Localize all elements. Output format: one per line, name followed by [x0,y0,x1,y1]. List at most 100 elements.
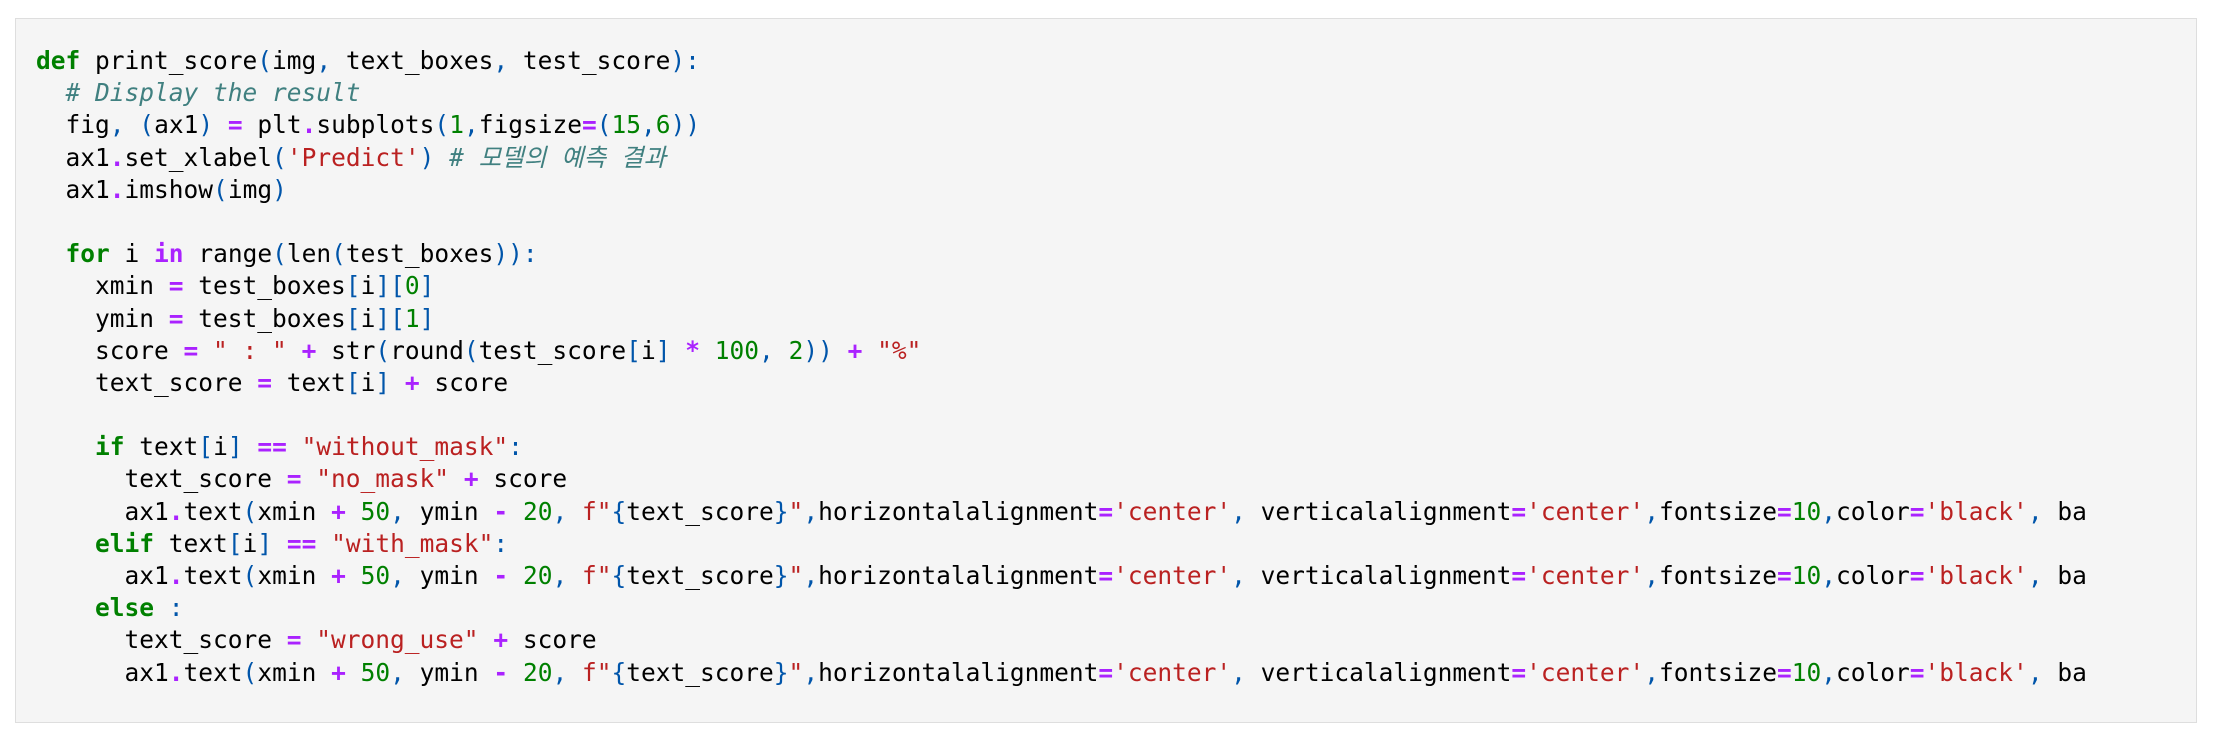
code-token: for [65,239,110,269]
code-token: ( [257,46,273,75]
code-token [508,658,523,687]
code-token: i [213,432,228,462]
code-line: else : [36,592,2087,624]
code-token: , [109,110,125,140]
code-token [243,432,258,461]
code-token: text_score [36,464,287,494]
code-token [479,625,494,654]
code-token: [ [198,432,214,462]
code-token: xmin [257,561,332,590]
code-token: + [463,464,479,494]
code-token: , [1231,657,1246,687]
code-token: test_score [508,46,671,75]
code-token [567,658,582,687]
code-token [567,561,582,590]
code-token: "%" [877,335,922,365]
code-token: ] [227,432,243,462]
code-token: score [478,464,568,494]
code-block[interactable]: def print_score(img, text_boxes, test_sc… [36,45,2087,689]
code-token: 10 [1791,496,1822,526]
code-token: text [124,432,199,462]
code-token: ax1 [36,496,169,526]
code-token: verticalalignment [1245,657,1512,687]
code-token: " [788,657,804,687]
code-token: , [1231,561,1246,590]
code-token: ] [257,528,273,558]
code-token: " [788,561,804,590]
code-token: , [390,657,405,687]
code-token: text_score [626,657,774,687]
code-token: + [301,335,317,365]
code-token: ba [2042,657,2087,687]
code-token: 'center' [1526,657,1645,687]
code-token: fontsize [1658,496,1777,526]
code-token: ( [272,142,287,172]
code-token: : [168,593,184,623]
code-token: color [1836,496,1910,526]
code-token: ( [463,335,479,365]
code-token: ymin [404,496,494,526]
code-token: : [493,528,509,558]
code-token: ( [139,110,155,140]
code-token: = [1776,496,1792,526]
code-token: , [390,561,405,590]
code-token: 'center' [1113,496,1232,526]
code-token: ) [198,110,214,140]
code-token: i [242,528,258,558]
code-token: i [360,303,376,333]
code-token: " [788,496,804,526]
code-line: def print_score(img, text_boxes, test_sc… [36,45,2087,77]
code-token: 20 [522,657,553,687]
code-token: = [257,367,273,397]
code-line: ax1.text(xmin + 50, ymin - 20, f"{text_s… [36,496,2087,528]
code-token: # 모델의 예측 결과 [449,142,666,172]
code-token: horizontalalignment [818,561,1099,590]
code-line: xmin = test_boxes[i][0] [36,270,2087,302]
code-token: text [272,367,346,397]
code-token [508,561,523,590]
code-token: + [331,496,346,526]
code-token: + [331,561,346,590]
code-token [272,529,287,558]
code-token: = [183,335,199,365]
code-token: test_boxes [183,271,346,301]
code-token: , [552,561,568,590]
code-token: , [552,657,568,687]
code-token: [ [227,528,243,558]
code-token: test_boxes [345,239,494,269]
code-token: = [1098,561,1114,590]
code-token [125,110,140,139]
code-token: = [1909,561,1925,590]
code-token [449,464,464,493]
code-token: text_score [36,625,287,655]
code-token: # Display the result [65,78,361,108]
code-token: print_score [80,46,258,75]
code-token: { [611,496,627,526]
code-token: ax1 [36,174,110,204]
code-token [36,78,66,107]
code-token: 6 [655,110,671,140]
code-token: 100 [714,335,760,365]
code-token: ( [213,174,228,204]
code-token: text [183,657,243,687]
code-token: fig [36,110,110,140]
code-token: ( [242,657,258,687]
code-line: text_score = "no_mask" + score [36,463,2087,495]
code-token: i [109,239,155,269]
code-token: ymin [404,561,494,590]
code-line: ax1.set_xlabel('Predict') # 모델의 예측 결과 [36,142,2087,174]
code-token: , [1821,561,1837,590]
code-token: xmin [36,271,169,301]
code-line: ymin = test_boxes[i][1] [36,303,2087,335]
code-token: . [301,110,317,140]
code-token: ] [419,303,435,333]
code-token: test_boxes [183,303,346,333]
code-token: subplots [316,110,435,140]
code-line [36,399,2087,431]
code-token: ba [2042,496,2087,526]
code-cell[interactable]: def print_score(img, text_boxes, test_sc… [15,18,2197,723]
code-token: = [286,464,302,494]
code-token: if [95,432,125,462]
code-token: [ [345,303,361,333]
code-token: 'black' [1924,561,2028,590]
